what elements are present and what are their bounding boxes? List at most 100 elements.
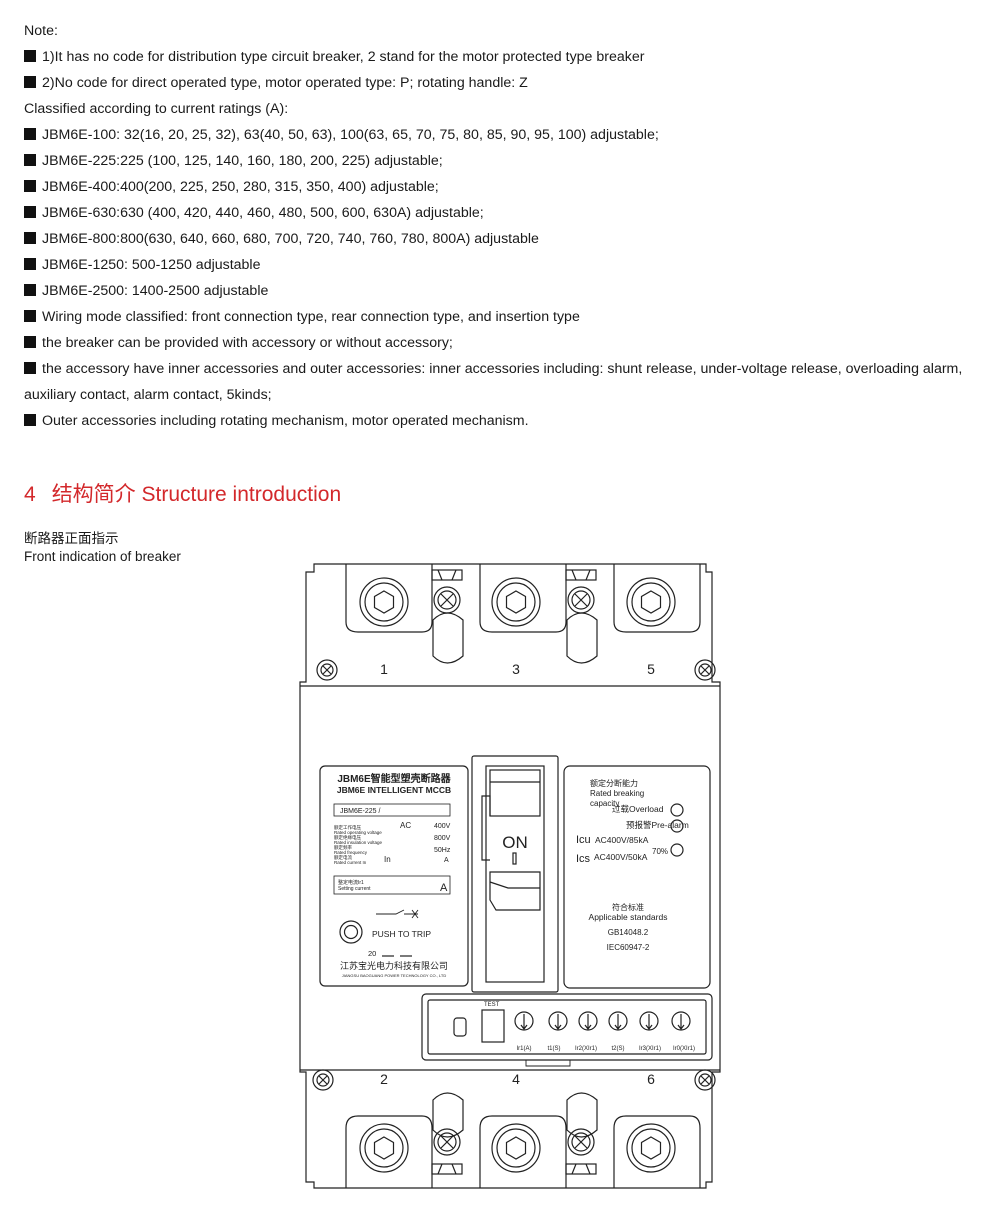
- hex-bolt-icon: [373, 1136, 395, 1160]
- svg-text:Applicable standards: Applicable standards: [589, 912, 668, 922]
- svg-text:额定频率: 额定频率: [334, 844, 352, 851]
- svg-text:AC400V/85kA: AC400V/85kA: [595, 835, 649, 845]
- caption-cn: 断路器正面指示: [24, 531, 119, 546]
- rating-item: Wiring mode classified: front connection…: [24, 304, 992, 330]
- test-button[interactable]: [481, 1009, 505, 1043]
- svg-text:70%: 70%: [652, 847, 668, 856]
- svg-text:400V: 400V: [434, 823, 451, 830]
- terminal-label: 4: [512, 1071, 520, 1087]
- nameplate-right: 额定分断能力 Rated breaking capacity 过载Overloa…: [563, 765, 711, 989]
- rating-item: the breaker can be provided with accesso…: [24, 330, 992, 356]
- bullet-square-icon: [24, 76, 36, 88]
- svg-text:Ir0(XIr1): Ir0(XIr1): [673, 1046, 695, 1052]
- svg-text:过载Overload: 过载Overload: [612, 804, 664, 814]
- svg-text:GB14048.2: GB14048.2: [608, 928, 649, 937]
- cross-screw-icon: [440, 1135, 454, 1149]
- accessory-item: the accessory have inner accessories and…: [24, 361, 963, 403]
- cross-screw-icon: [574, 593, 588, 607]
- svg-text:Ics: Ics: [576, 853, 591, 865]
- rating-item: JBM6E-225:225 (100, 125, 140, 160, 180, …: [24, 148, 992, 174]
- rating-item: JBM6E-630:630 (400, 420, 440, 460, 480, …: [24, 200, 992, 226]
- bullet-square-icon: [24, 206, 36, 218]
- svg-text:Setting current: Setting current: [338, 886, 371, 892]
- rating-item: JBM6E-400:400(200, 225, 250, 280, 315, 3…: [24, 174, 992, 200]
- svg-text:Rated frequency: Rated frequency: [334, 850, 368, 855]
- figure-caption: 断路器正面指示 Front indication of breaker: [24, 530, 181, 566]
- bullet-square-icon: [24, 180, 36, 192]
- svg-text:额定工作电压: 额定工作电压: [334, 824, 361, 831]
- bullet-square-icon: [24, 128, 36, 140]
- mounting-screw-icon: [318, 1075, 328, 1085]
- svg-text:Rated operating voltage: Rated operating voltage: [334, 830, 382, 835]
- mounting-screw-icon: [700, 1075, 710, 1085]
- note-label: Note:: [24, 23, 58, 39]
- terminal-label: 5: [647, 661, 655, 677]
- bullet-square-icon: [24, 362, 36, 374]
- svg-text:额定绝缘电压: 额定绝缘电压: [334, 834, 361, 841]
- breaker-handle[interactable]: ON: [471, 755, 559, 993]
- hex-bolt-icon: [373, 590, 395, 614]
- terminal-label: 6: [647, 1071, 655, 1087]
- bullet-square-icon: [24, 232, 36, 244]
- overload-indicator: [670, 803, 684, 817]
- port-icon: [453, 1017, 467, 1037]
- svg-text:JBM6E-225 /: JBM6E-225 /: [340, 808, 381, 815]
- rating-item: JBM6E-800:800(630, 640, 660, 680, 700, 7…: [24, 226, 992, 252]
- bullet-square-icon: [24, 284, 36, 296]
- svg-text:符合标准: 符合标准: [612, 902, 644, 912]
- svg-text:整定电流Ir1: 整定电流Ir1: [338, 879, 364, 886]
- bullet-square-icon: [24, 258, 36, 270]
- bullet-square-icon: [24, 154, 36, 166]
- svg-text:A: A: [440, 882, 448, 894]
- hex-bolt-icon: [505, 1136, 527, 1160]
- hex-bolt-icon: [505, 590, 527, 614]
- bullet-square-icon: [24, 310, 36, 322]
- svg-text:A: A: [444, 857, 449, 864]
- svg-text:额定分断能力: 额定分断能力: [590, 778, 638, 788]
- rating-item: JBM6E-2500: 1400-2500 adjustable: [24, 278, 992, 304]
- notes-section: Note: 1)It has no code for distribution …: [24, 18, 992, 434]
- svg-text:JBM6E智能型塑壳断路器: JBM6E智能型塑壳断路器: [337, 772, 451, 785]
- svg-text:800V: 800V: [434, 835, 451, 842]
- svg-text:Ir2(XIr1): Ir2(XIr1): [575, 1046, 597, 1052]
- prealarm-indicator: [670, 819, 684, 833]
- svg-text:In: In: [384, 855, 391, 864]
- bottom-terminals: [345, 1092, 701, 1188]
- svg-text:Ir1(A): Ir1(A): [517, 1046, 532, 1052]
- note-item: 1)It has no code for distribution type c…: [24, 44, 992, 70]
- terminal-label: 2: [380, 1071, 388, 1087]
- bullet-square-icon: [24, 336, 36, 348]
- outer-accessory-item: Outer accessories including rotating mec…: [24, 408, 992, 434]
- svg-text:JBM6E INTELLIGENT MCCB: JBM6E INTELLIGENT MCCB: [337, 785, 451, 795]
- svg-text:capacity: capacity: [590, 799, 619, 808]
- caption-en: Front indication of breaker: [24, 549, 181, 564]
- svg-text:Icu: Icu: [576, 834, 591, 846]
- cross-screw-icon: [574, 1135, 588, 1149]
- push-to-trip-label: PUSH TO TRIP: [372, 929, 431, 939]
- svg-text:IEC60947-2: IEC60947-2: [607, 943, 650, 952]
- bullet-square-icon: [24, 414, 36, 426]
- ics-indicator: [670, 843, 684, 857]
- svg-text:50Hz: 50Hz: [434, 847, 451, 854]
- svg-text:TEST: TEST: [484, 1002, 500, 1008]
- svg-text:江苏宝光电力科技有限公司: 江苏宝光电力科技有限公司: [340, 960, 448, 971]
- top-terminals: [345, 564, 701, 664]
- bullet-square-icon: [24, 50, 36, 62]
- svg-text:20: 20: [368, 949, 376, 958]
- note-item: 2)No code for direct operated type, moto…: [24, 70, 992, 96]
- svg-text:AC: AC: [400, 821, 411, 830]
- svg-text:Rated current In: Rated current In: [334, 860, 367, 865]
- classified-heading: Classified according to current ratings …: [24, 101, 289, 117]
- push-to-trip-button[interactable]: [343, 924, 359, 940]
- cross-screw-icon: [440, 593, 454, 607]
- mounting-screw-icon: [322, 665, 332, 675]
- nameplate-left: JBM6E智能型塑壳断路器 JBM6E INTELLIGENT MCCB JBM…: [319, 765, 469, 987]
- hex-bolt-icon: [640, 590, 662, 614]
- breaker-diagram: 1 3 5 JBM6E智能型塑壳断路器 JBM6E INTELLIGENT MC…: [296, 560, 724, 1190]
- breaker-body-outline: [299, 563, 721, 1189]
- svg-text:额定电流: 额定电流: [334, 854, 352, 861]
- terminal-label: 1: [380, 661, 388, 677]
- svg-text:Rated insulation voltage: Rated insulation voltage: [334, 840, 383, 845]
- hex-bolt-icon: [640, 1136, 662, 1160]
